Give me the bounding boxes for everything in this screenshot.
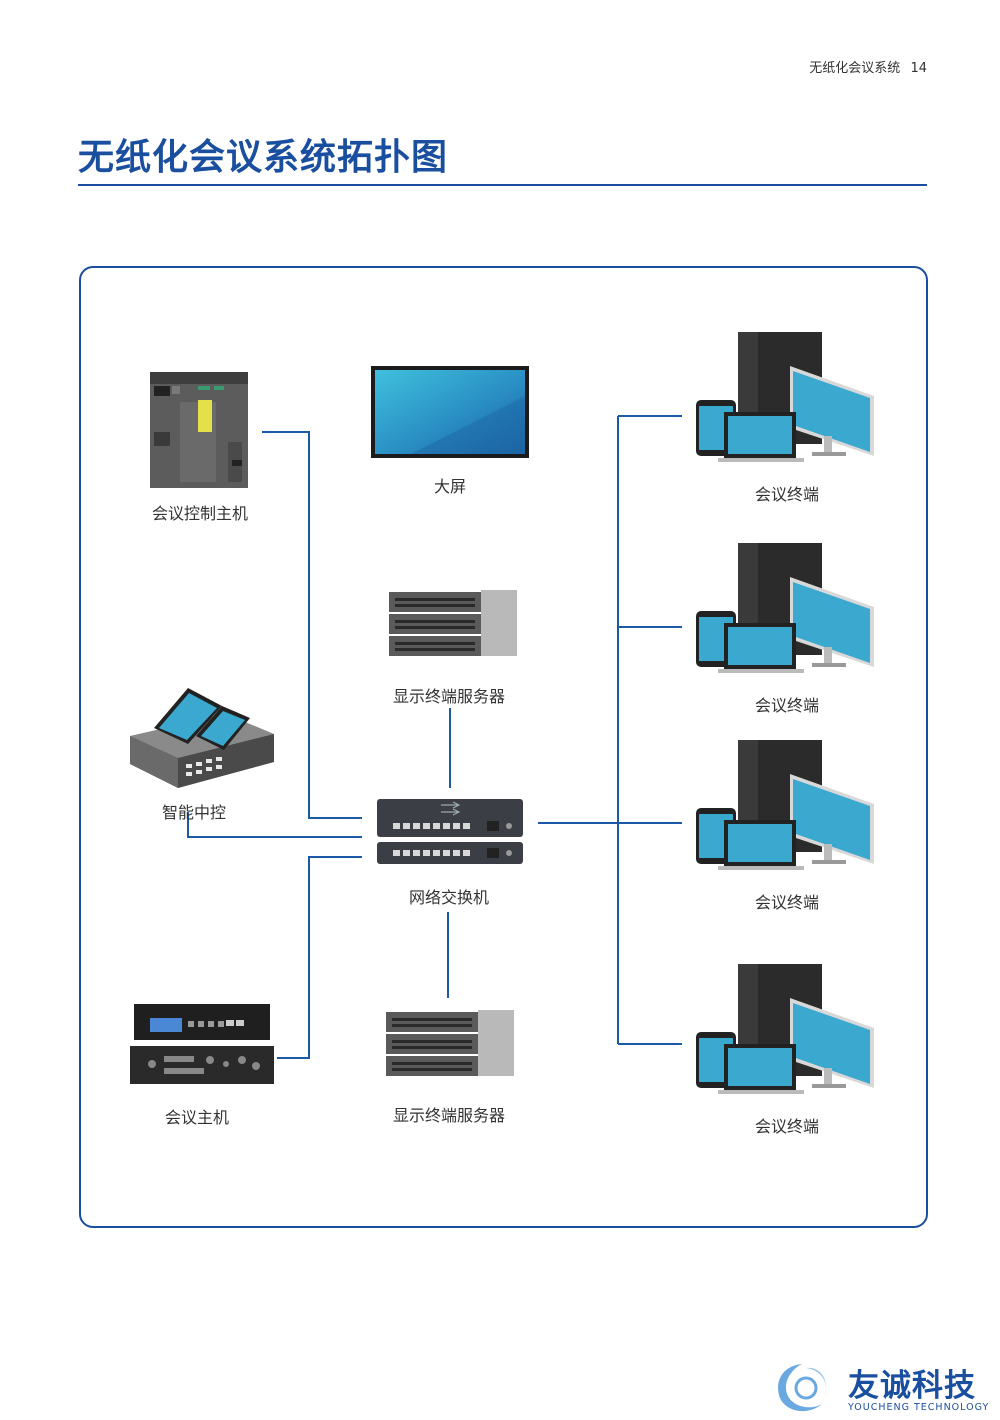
company-logo-name: 友诚科技 (848, 1368, 976, 1404)
diagram-frame (79, 266, 928, 1228)
page-header: 无纸化会议系统 14 (803, 57, 927, 76)
header-section: 无纸化会议系统 (809, 61, 901, 76)
big-screen-image (371, 366, 529, 458)
network-switch-label: 网络交换机 (408, 888, 490, 907)
link-control-host-switch (262, 431, 362, 819)
network-switch-image (377, 799, 523, 864)
link-smart-control-switch (187, 812, 362, 838)
meeting-terminal-label-2: 会议终端 (754, 696, 820, 715)
page-title: 无纸化会议系统拓扑图 (78, 137, 449, 178)
meeting-terminal-image-2 (696, 543, 874, 673)
big-screen-label: 大屏 (433, 477, 467, 496)
meeting-host-label: 会议主机 (164, 1108, 230, 1127)
meeting-terminal-image-3 (696, 740, 874, 870)
meeting-host-image (130, 1004, 274, 1084)
display-server-bottom-image (386, 1010, 514, 1076)
meeting-terminal-label-1: 会议终端 (754, 485, 820, 504)
display-server-top-image (389, 590, 517, 656)
company-logo-english: YOUCHENG TECHNOLOGY (848, 1402, 990, 1413)
title-rule (78, 184, 927, 186)
meeting-terminal-image-1 (696, 332, 874, 462)
smart-control-image (130, 688, 274, 788)
meeting-terminal-label-4: 会议终端 (754, 1117, 820, 1136)
page-number: 14 (910, 61, 927, 76)
meeting-control-host-image (150, 372, 248, 488)
smart-control-label: 智能中控 (161, 803, 227, 822)
company-logo-mark (778, 1364, 826, 1412)
meeting-terminal-label-3: 会议终端 (754, 893, 820, 912)
display-server-bottom-label: 显示终端服务器 (392, 1106, 506, 1125)
link-meeting-host-switch (277, 856, 362, 1059)
meeting-terminal-image-4 (696, 964, 874, 1094)
display-server-top-label: 显示终端服务器 (392, 687, 506, 706)
meeting-control-host-label: 会议控制主机 (151, 504, 249, 523)
